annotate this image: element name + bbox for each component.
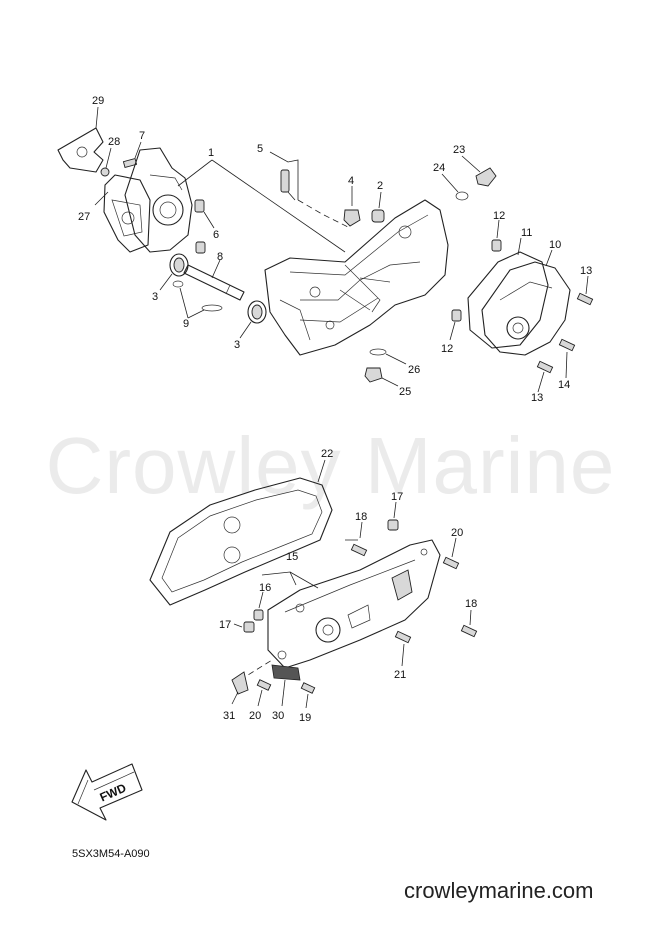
part-13-bolt-lower	[536, 360, 554, 393]
callout-5: 5	[257, 143, 263, 155]
callout-20-lower: 20	[249, 710, 261, 722]
part-17-dowel-right	[387, 501, 399, 531]
callout-2: 2	[377, 180, 383, 192]
part-12-dowel-lower	[449, 309, 462, 341]
callout-26: 26	[408, 364, 420, 376]
callout-13-upper: 13	[580, 265, 592, 277]
part-6-dowel-pin	[194, 199, 215, 254]
part-23-plug	[461, 155, 497, 187]
part-22-gasket	[149, 459, 333, 606]
callout-25: 25	[399, 386, 411, 398]
callout-27: 27	[78, 211, 90, 223]
part-30-clamp	[271, 664, 301, 707]
callout-30: 30	[272, 710, 284, 722]
part-18-bolt-lower	[460, 609, 478, 638]
diagram-code: 5SX3M54-A090	[72, 848, 150, 860]
callout-6: 6	[213, 229, 219, 241]
part-3-bearing-right	[239, 300, 267, 339]
callout-31: 31	[223, 710, 235, 722]
callout-8: 8	[217, 251, 223, 263]
callout-12-lower: 12	[441, 343, 453, 355]
callout-18-lower: 18	[465, 598, 477, 610]
callout-10: 10	[549, 239, 561, 251]
callout-1: 1	[208, 147, 214, 159]
part-8-shaft	[183, 259, 245, 301]
callout-15: 15	[286, 551, 298, 563]
part-24-gasket	[441, 173, 469, 201]
callout-9: 9	[183, 318, 189, 330]
callout-3-left: 3	[152, 291, 158, 303]
part-1-crankcase-left	[124, 147, 193, 253]
callout-29: 29	[92, 95, 104, 107]
part-21-bolt	[394, 630, 412, 667]
part-20-bolt-lower	[256, 679, 272, 707]
callout-28: 28	[108, 136, 120, 148]
callout-18-upper: 18	[355, 511, 367, 523]
part-14-bolt	[558, 338, 576, 379]
watermark: Crowley Marine	[45, 421, 616, 510]
dashed-guide	[239, 659, 273, 681]
callout-24: 24	[433, 162, 445, 174]
site-url: crowleymarine.com	[404, 878, 594, 903]
callout-20-right: 20	[451, 527, 463, 539]
part-25-drain-bolt	[364, 367, 399, 387]
fwd-label: FWD	[98, 781, 129, 805]
callout-13-lower: 13	[531, 392, 543, 404]
callout-4: 4	[348, 175, 354, 187]
part-28-screw	[100, 147, 112, 177]
part-5-pin	[269, 151, 351, 229]
part-19-screw	[300, 682, 316, 709]
callout-21: 21	[394, 669, 406, 681]
part-4-clamp	[343, 186, 361, 227]
callout-17-left: 17	[219, 619, 231, 631]
callout-16: 16	[259, 582, 271, 594]
callout-labels: 29 28 7 27 1 5 4 2 23 24 6 8 3 9 3 12 11…	[78, 95, 592, 724]
part-18-bolt-upper	[345, 521, 368, 557]
part-1-crankcase	[177, 159, 449, 356]
part-26-washer	[369, 348, 407, 365]
part-2-collar	[371, 191, 385, 223]
callout-14: 14	[558, 379, 570, 391]
part-13-bolt-upper	[576, 275, 594, 306]
part-27-bracket	[94, 174, 151, 253]
callout-7: 7	[139, 130, 145, 142]
part-10-cover	[481, 249, 571, 356]
part-31-bracket	[231, 671, 249, 705]
part-20-bolt-right	[442, 537, 460, 570]
part-17-dowel-left	[233, 621, 255, 633]
part-12-dowel-upper	[491, 219, 502, 252]
fwd-arrow-icon: FWD	[71, 763, 143, 821]
callout-12-upper: 12	[493, 210, 505, 222]
part-9-o-ring	[172, 280, 223, 319]
callout-17-right: 17	[391, 491, 403, 503]
callout-22: 22	[321, 448, 333, 460]
part-11-gasket	[467, 237, 549, 349]
part-3-bearing-left	[159, 253, 189, 291]
part-16-dowel	[253, 591, 264, 621]
callout-23: 23	[453, 144, 465, 156]
part-29-plate	[57, 106, 104, 173]
callout-3-right: 3	[234, 339, 240, 351]
callout-11: 11	[521, 227, 532, 239]
callout-19: 19	[299, 712, 311, 724]
